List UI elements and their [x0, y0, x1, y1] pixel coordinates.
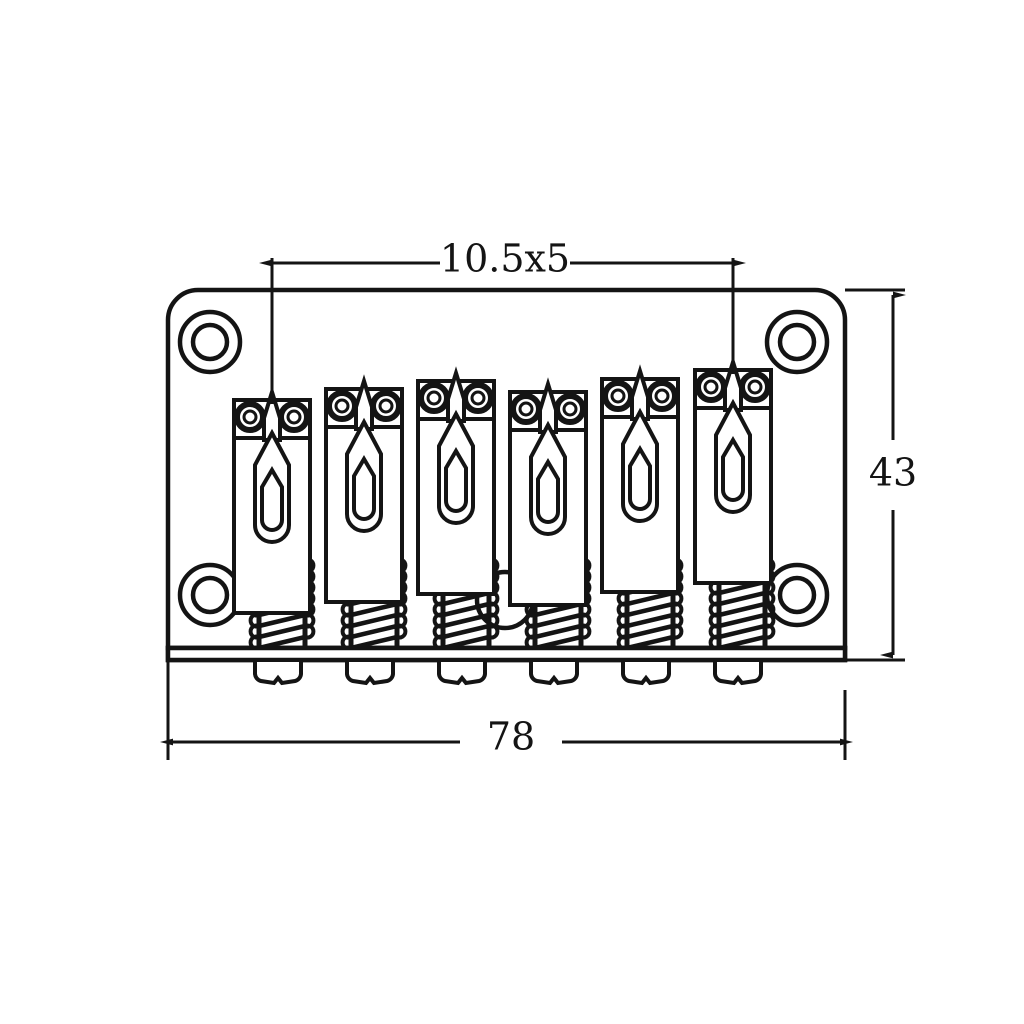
- hole-top-right: [764, 309, 830, 375]
- screw-head-6: [713, 658, 763, 685]
- saddle-1: [232, 385, 312, 615]
- saddle-4: [508, 377, 588, 607]
- screw-head-5: [621, 658, 671, 685]
- saddle-6: [693, 355, 773, 585]
- dimension-string-spacing: 10.5x5: [259, 237, 746, 404]
- dimension-width: 78: [160, 660, 853, 760]
- saddle-5: [600, 364, 680, 594]
- hole-top-left: [177, 309, 243, 375]
- saddle-3: [416, 366, 496, 596]
- screw-head-3: [437, 658, 487, 685]
- hole-bottom-left: [177, 562, 243, 628]
- screw-head-4: [529, 658, 579, 685]
- underside-screw-heads: [253, 658, 763, 685]
- screw-head-2: [345, 658, 395, 685]
- dimension-label-height: 43: [869, 451, 917, 495]
- saddle-2: [324, 374, 404, 604]
- screw-head-1: [253, 658, 303, 685]
- dimension-label-width: 78: [487, 715, 535, 759]
- baseplate-front-lip-overlay: [165, 645, 848, 663]
- dimension-label-string-spacing: 10.5x5: [440, 237, 570, 281]
- dimension-height: 43: [845, 288, 917, 662]
- hole-bottom-right: [764, 562, 830, 628]
